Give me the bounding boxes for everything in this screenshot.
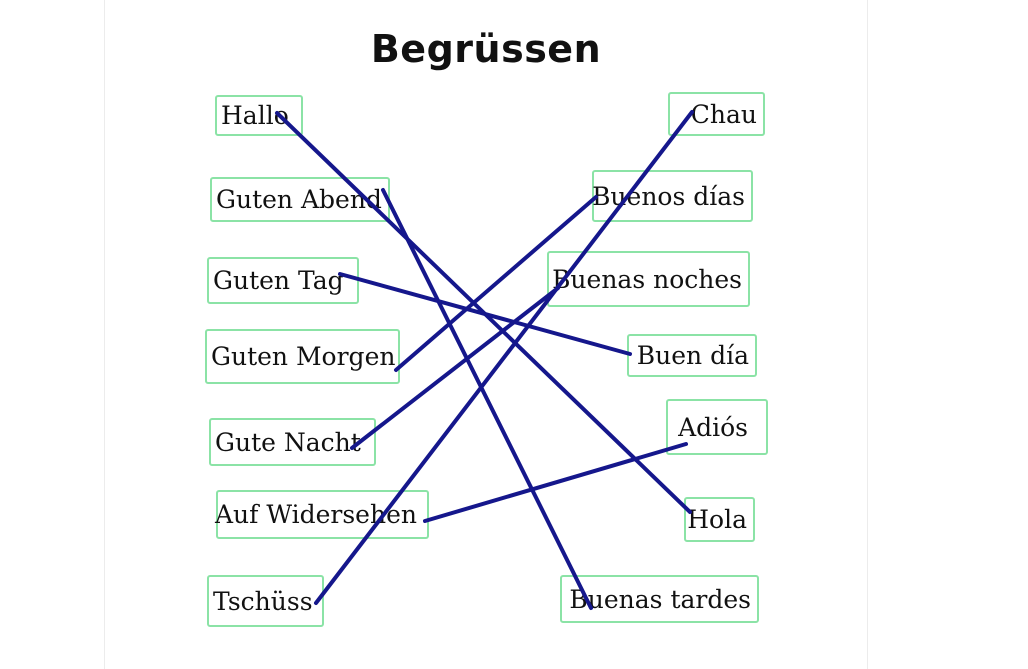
left-word-box[interactable]: Hallo (215, 95, 303, 136)
left-word-label: Tschüss (213, 586, 313, 616)
right-word-box[interactable]: Buenas noches (547, 251, 750, 307)
left-word-label: Hallo (221, 101, 289, 130)
left-word-box[interactable]: Auf Widersehen (215, 490, 429, 539)
left-word-box[interactable]: Guten Tag (207, 257, 359, 304)
right-word-box[interactable]: Buen día (627, 334, 757, 377)
left-word-box[interactable]: Gute Nacht (209, 418, 376, 466)
right-word-box[interactable]: Buenos días (592, 170, 753, 222)
right-word-label: Hola (687, 505, 747, 534)
left-word-box[interactable]: Guten Morgen (205, 329, 400, 384)
left-word-label: Guten Abend (216, 185, 382, 214)
left-word-label: Guten Tag (213, 266, 344, 295)
right-word-label: Buenas noches (552, 264, 742, 294)
right-word-box[interactable]: Hola (684, 497, 755, 542)
right-word-label: Buen día (636, 341, 749, 370)
right-word-box[interactable]: Adiós (666, 399, 768, 455)
left-word-box[interactable]: Tschüss (207, 575, 324, 627)
worksheet-title: Begrüssen (370, 27, 602, 71)
left-word-label: Guten Morgen (211, 342, 396, 371)
left-word-label: Gute Nacht (215, 427, 361, 457)
right-word-box[interactable]: Chau (668, 92, 765, 136)
right-word-label: Chau (690, 99, 757, 129)
right-word-box[interactable]: Buenas tardes (560, 575, 759, 623)
right-word-label: Adiós (678, 412, 748, 442)
right-word-label: Buenos días (592, 181, 745, 211)
left-word-label: Auf Widersehen (215, 500, 417, 529)
right-word-label: Buenas tardes (569, 584, 751, 614)
left-word-box[interactable]: Guten Abend (210, 177, 390, 222)
